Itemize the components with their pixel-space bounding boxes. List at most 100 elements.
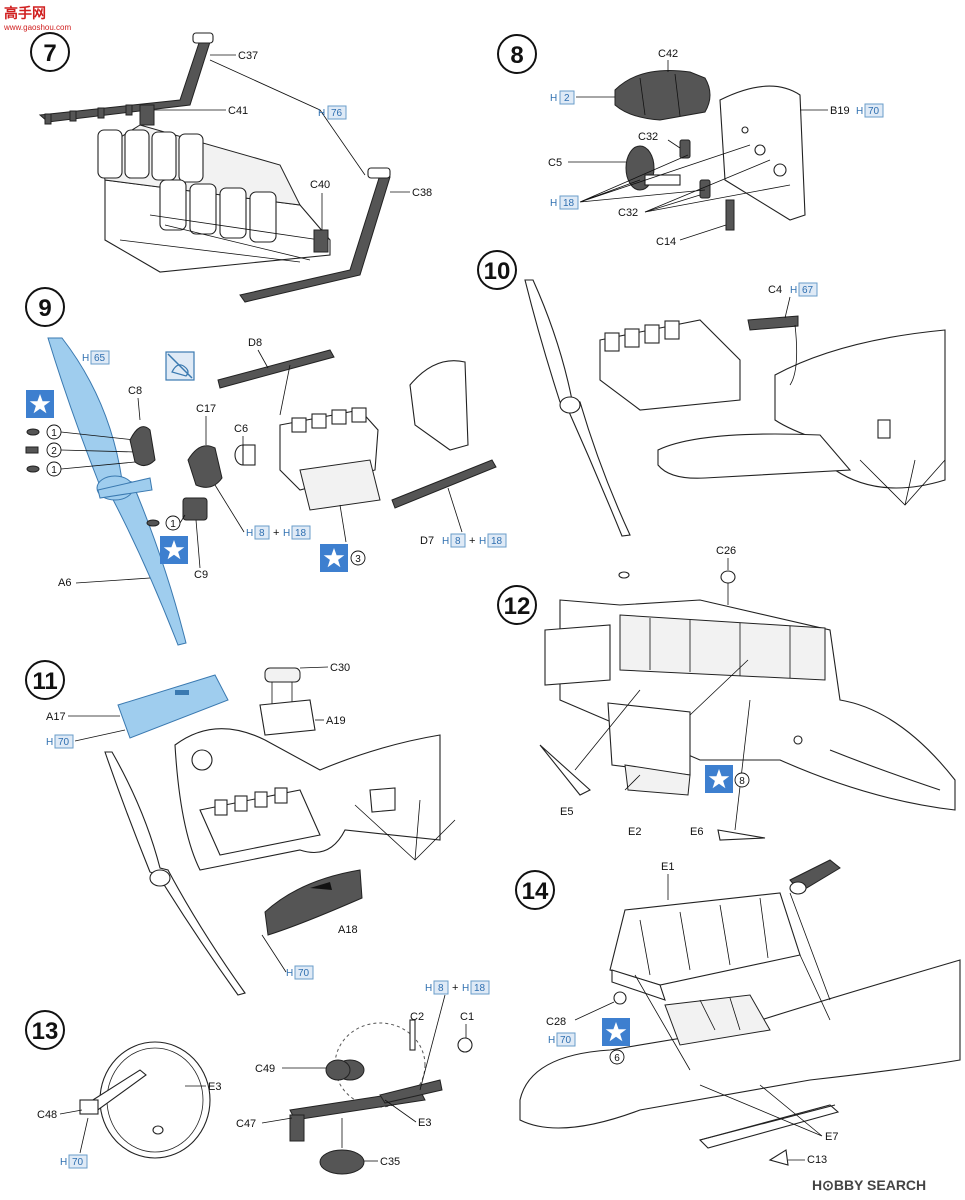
part-e6 xyxy=(717,829,766,841)
paint-h18a-text: 18 xyxy=(295,528,307,539)
paint-h70a-text: 70 xyxy=(58,737,70,748)
step-10: 10 C4 H 67 xyxy=(477,250,946,537)
step-7: 7 xyxy=(30,32,432,303)
callout-8-num: 8 xyxy=(739,776,745,787)
oil-tank-c42 xyxy=(614,69,711,121)
label-d8: D8 xyxy=(248,337,262,349)
gun-assembly xyxy=(289,1019,473,1175)
paint-h18-13-text: 18 xyxy=(474,983,486,994)
paint-h76-text: 76 xyxy=(331,108,343,119)
callout-2: 2 xyxy=(25,442,136,458)
part-e5 xyxy=(539,744,591,796)
svg-text:H: H xyxy=(856,106,863,117)
label-c49: C49 xyxy=(255,1063,275,1075)
label-c4: C4 xyxy=(768,284,782,296)
paint-code-d7: D7 H 8 + H 18 xyxy=(420,487,507,548)
part-c6 xyxy=(234,444,256,466)
label-c40: C40 xyxy=(310,179,330,191)
paint-code-c17-h8-h18: H 8 + H 18 xyxy=(214,484,311,540)
callout-1-a: 1 xyxy=(26,424,136,441)
part-c9 xyxy=(182,497,208,521)
callout-1-b-num: 1 xyxy=(51,465,57,476)
step-7-number: 7 xyxy=(43,40,56,67)
paint-h70b-text: 70 xyxy=(298,968,310,979)
callout-3-num: 3 xyxy=(355,554,361,565)
label-c28: C28 xyxy=(546,1016,566,1028)
cowl-panel-a17 xyxy=(117,674,229,739)
star-callout-6: 6 xyxy=(602,1018,630,1065)
step-8: 8 C42 H 2 B19 xyxy=(497,34,884,248)
part-c14 xyxy=(725,199,735,231)
fuselage-10 xyxy=(657,329,946,506)
callout-6-num: 6 xyxy=(614,1053,620,1064)
gun-mount-14 xyxy=(789,859,841,895)
paint-code-h2: H 2 xyxy=(550,90,575,105)
fuselage-12 xyxy=(544,599,956,811)
cowl-panel-a18 xyxy=(264,869,363,936)
label-e3-gun: E3 xyxy=(418,1117,431,1129)
engine-block-drawing xyxy=(97,124,331,273)
step-11: 11 A17 H 70 xyxy=(25,660,456,996)
exhaust-pipe-c37 xyxy=(38,32,214,125)
part-a19 xyxy=(259,699,316,736)
label-c9: C9 xyxy=(194,569,208,581)
label-c37: C37 xyxy=(238,50,258,62)
paint-code-gun-h8-h18: H 8 + H 18 xyxy=(419,980,490,1091)
step-8-number: 8 xyxy=(510,42,523,69)
watermark-logo-text: 高手网 xyxy=(4,5,46,21)
callout-1-c-num: 1 xyxy=(170,519,176,530)
no-glue-icon xyxy=(165,351,195,381)
label-d7: D7 xyxy=(420,535,434,547)
callout-2-num: 2 xyxy=(51,446,57,457)
part-c13 xyxy=(768,1149,789,1166)
step-13-number: 13 xyxy=(32,1018,59,1045)
panel-e2 xyxy=(607,702,691,796)
engine-assembly-9 xyxy=(279,407,381,511)
svg-text:H: H xyxy=(46,737,53,748)
label-c26: C26 xyxy=(716,545,736,557)
label-c32-top: C32 xyxy=(638,131,658,143)
svg-text:H: H xyxy=(82,353,89,364)
part-c40 xyxy=(313,229,329,253)
svg-text:H: H xyxy=(479,536,486,547)
step-9-number: 9 xyxy=(38,295,51,322)
paint-h18-text: 18 xyxy=(563,198,575,209)
propeller-a6 xyxy=(47,337,187,646)
label-a19: A19 xyxy=(326,715,346,727)
watermark-url: www.gaoshou.com xyxy=(3,23,71,32)
label-c38: C38 xyxy=(412,187,432,199)
engine-10 xyxy=(599,319,741,411)
label-c32-bottom: C32 xyxy=(618,207,638,219)
label-a17: A17 xyxy=(46,711,66,723)
star-callout-8: 8 xyxy=(705,765,750,793)
step-13: 13 E3 C48 H 70 xyxy=(25,980,490,1175)
svg-text:H: H xyxy=(283,528,290,539)
canopy-e1 xyxy=(609,892,801,1001)
label-c30: C30 xyxy=(330,662,350,674)
label-b19: B19 xyxy=(830,105,850,117)
label-a6: A6 xyxy=(58,577,71,589)
paint-code-a18-h70: H 70 xyxy=(261,934,314,980)
paint-h8-13-text: 8 xyxy=(438,983,444,994)
parts-c32 xyxy=(679,139,711,199)
step-12-number: 12 xyxy=(504,593,531,620)
label-c1: C1 xyxy=(460,1011,474,1023)
label-c6: C6 xyxy=(234,423,248,435)
svg-text:H: H xyxy=(550,93,557,104)
step-12: 12 C26 E5 E2 E6 xyxy=(497,545,956,841)
part-c28 xyxy=(613,991,627,1005)
label-c13: C13 xyxy=(807,1154,827,1166)
exhaust-d7 xyxy=(391,459,497,509)
step-10-circle xyxy=(477,250,517,290)
svg-text:+: + xyxy=(452,982,458,994)
step-11-circle xyxy=(25,660,65,700)
propeller-11 xyxy=(104,751,246,996)
step-10-number: 10 xyxy=(484,258,511,285)
fuselage-14 xyxy=(519,959,961,1149)
part-c4 xyxy=(747,315,799,331)
paint-h8a-text: 8 xyxy=(259,528,265,539)
step-11-number: 11 xyxy=(32,668,57,695)
label-c42: C42 xyxy=(658,48,678,60)
label-c35: C35 xyxy=(380,1156,400,1168)
step-7-circle xyxy=(30,32,70,72)
